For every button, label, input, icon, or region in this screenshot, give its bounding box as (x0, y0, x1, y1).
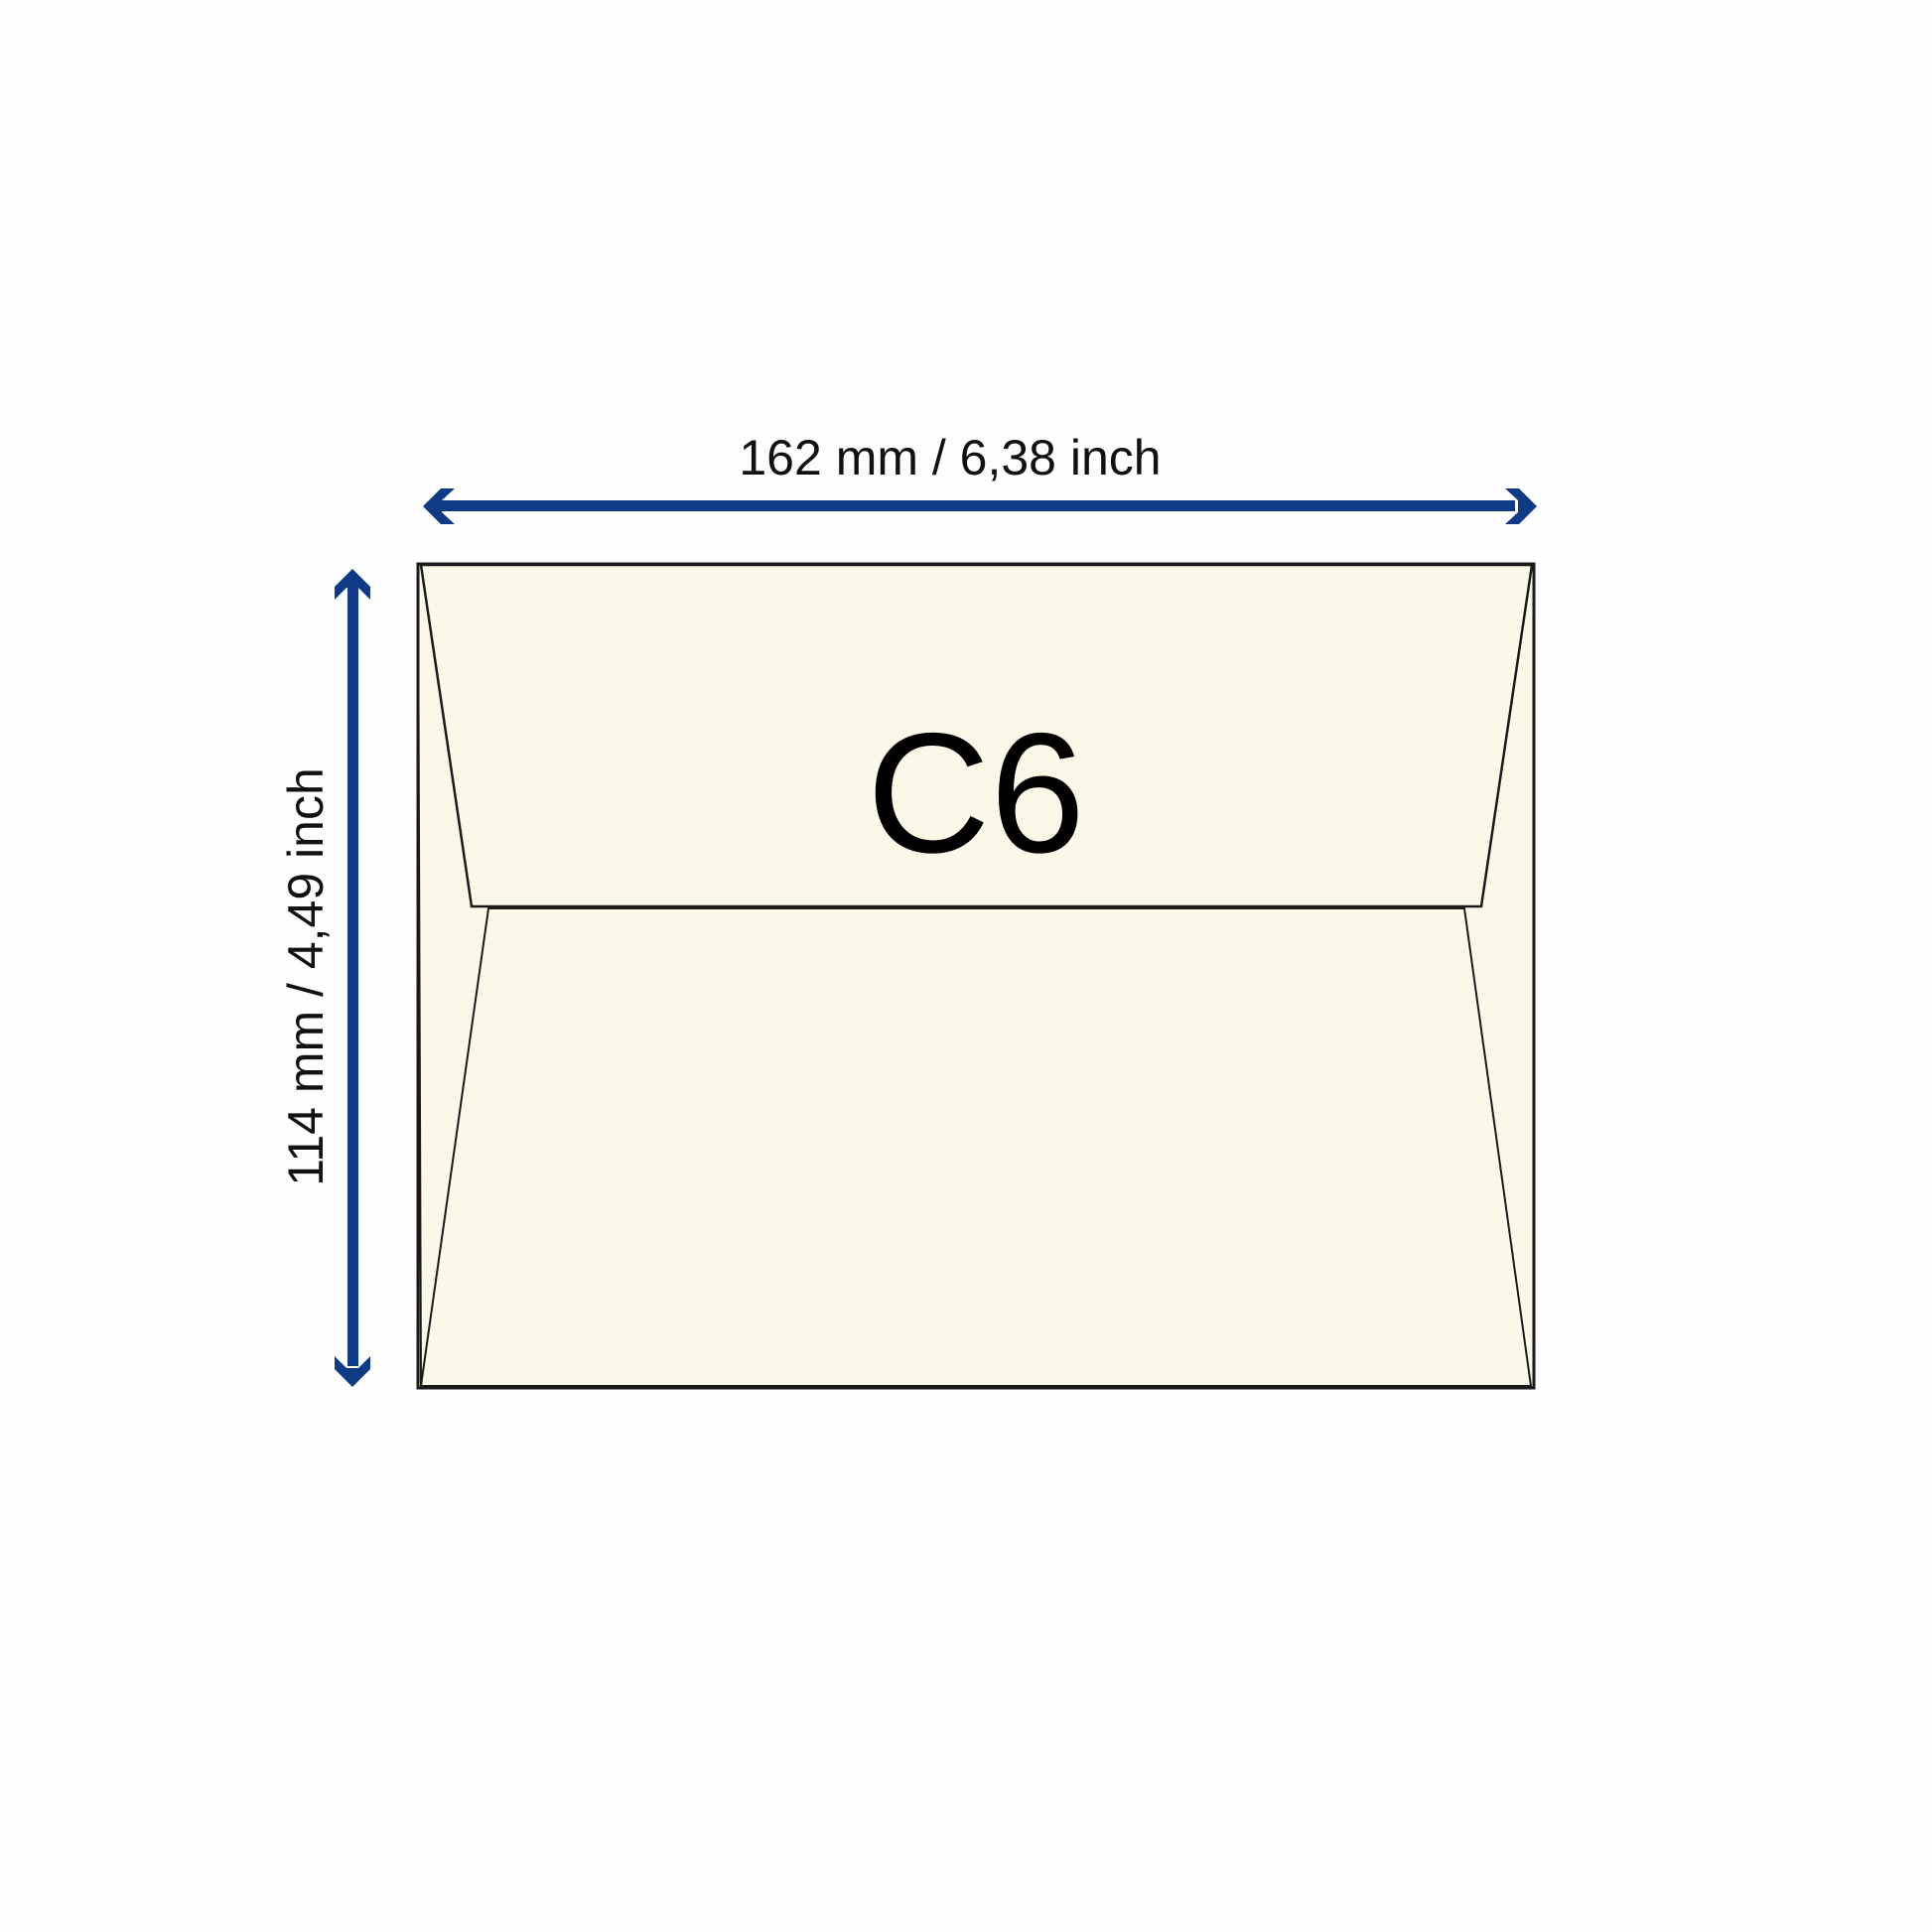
height-dimension-arrow (335, 569, 370, 1387)
envelope-size-label: C6 (867, 698, 1085, 889)
envelope-left-edge-inner (417, 563, 422, 1389)
width-label: 162 mm / 6,38 inch (739, 430, 1161, 485)
height-arrow-top-head (335, 569, 370, 600)
width-dimension-arrow (423, 488, 1537, 524)
envelope-back-panel (419, 907, 1533, 1387)
envelope-flap (419, 563, 1534, 908)
height-label: 114 mm / 4,49 inch (278, 767, 334, 1186)
height-arrow-shaft (347, 584, 358, 1366)
height-arrow-bottom-head (335, 1356, 370, 1387)
width-arrow-shaft (437, 500, 1515, 511)
width-arrow-left-head (423, 488, 455, 524)
width-arrow-right-head (1505, 488, 1537, 524)
